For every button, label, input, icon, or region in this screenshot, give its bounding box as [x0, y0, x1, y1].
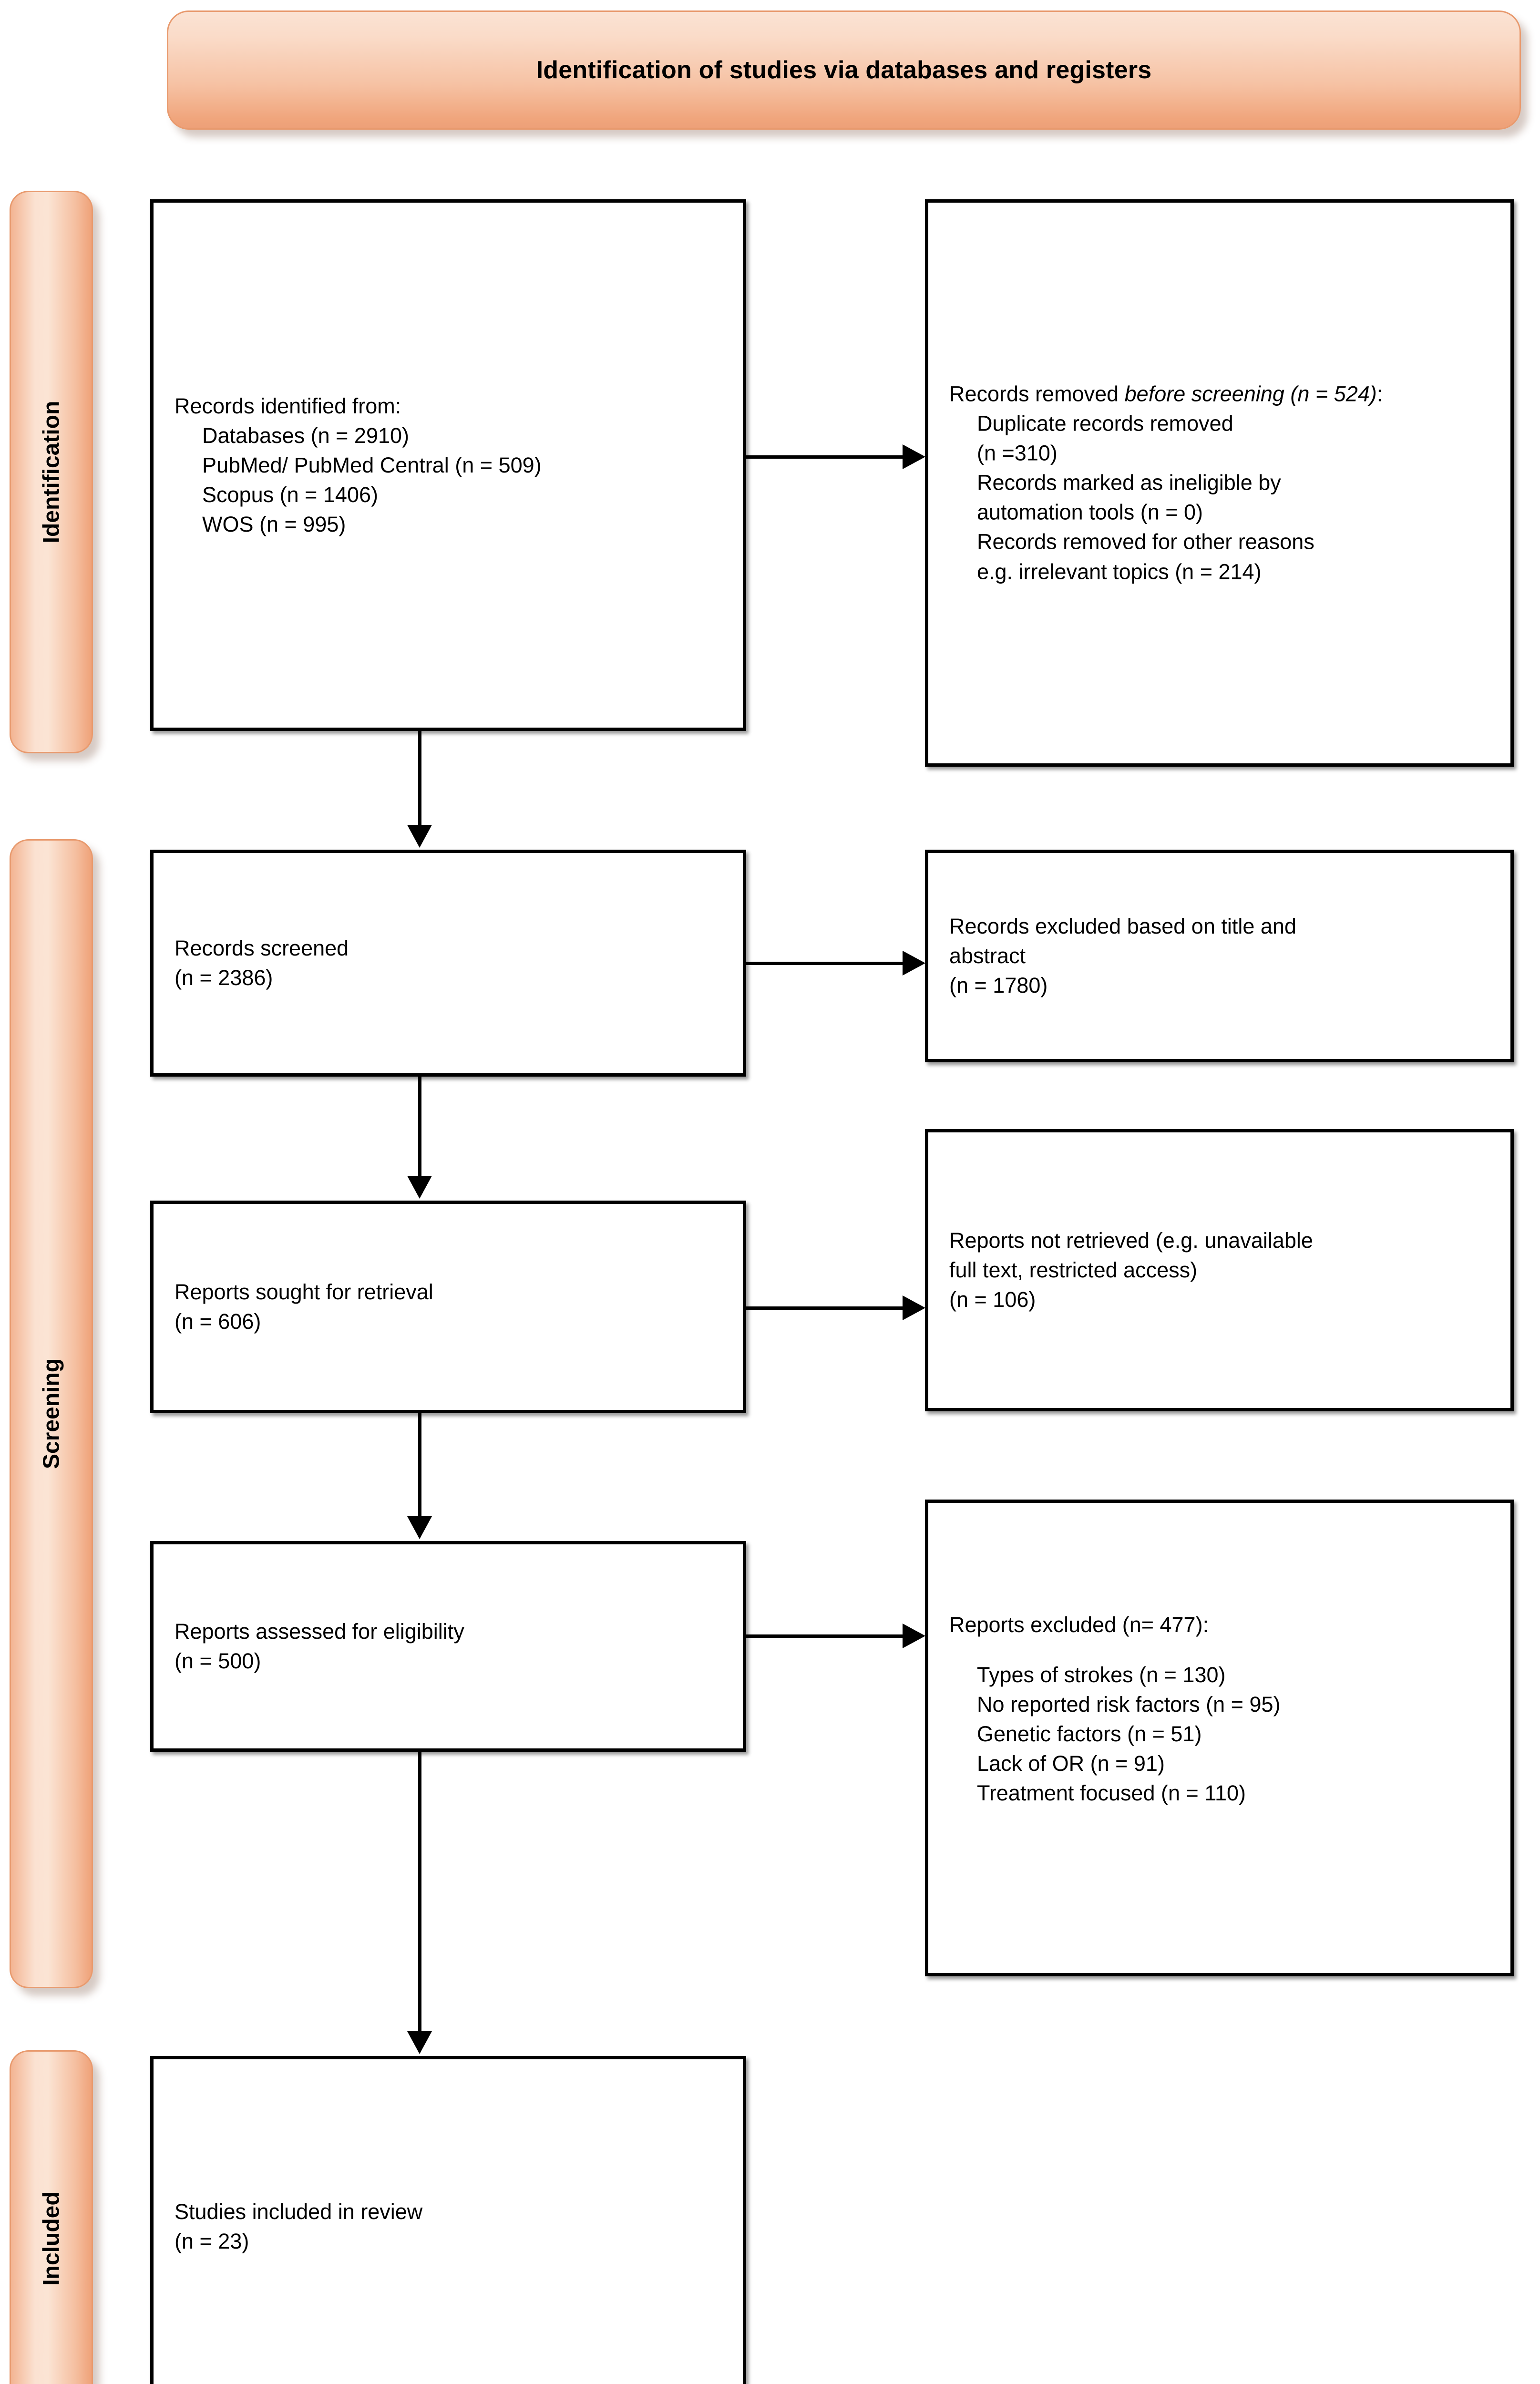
box-reports-sought-retrieval-text: Reports sought for retrieval (n = 606)	[175, 1277, 730, 1336]
assessed-eligibility-line1: Reports assessed for eligibility	[175, 1619, 464, 1644]
records-screened-line2: (n = 2386)	[175, 966, 273, 990]
assessed-eligibility-line2: (n = 500)	[175, 1649, 261, 1673]
records-removed-item-1: (n =310)	[977, 441, 1057, 465]
not-retrieved-line1: Reports not retrieved (e.g. unavailable	[949, 1228, 1313, 1253]
box-records-screened-text: Records screened (n = 2386)	[175, 934, 730, 993]
box-records-screened: Records screened (n = 2386)	[150, 850, 746, 1077]
excluded-title-abstract-line3: (n = 1780)	[949, 973, 1048, 998]
records-removed-heading-italic: before screening (n = 524)	[1124, 381, 1377, 406]
included-studies-line2: (n = 23)	[175, 2229, 249, 2253]
arrow-assessed-to-reports-excluded-line	[746, 1634, 903, 1638]
box-records-excluded-title-abstract-text: Records excluded based on title and abst…	[949, 912, 1498, 1000]
records-identified-item-0: Databases (n = 2910)	[202, 423, 410, 448]
connector-screened-to-sought-head	[407, 1176, 432, 1199]
stage-tab-identification: Identification	[10, 191, 93, 753]
reports-excluded-item-2: Genetic factors (n = 51)	[977, 1722, 1202, 1747]
arrow-identified-to-removed-head	[903, 444, 925, 469]
stage-tab-screening-label: Screening	[39, 1358, 64, 1469]
records-removed-heading: Records removed before screening (n = 52…	[949, 382, 1383, 406]
box-studies-included-text: Studies included in review (n = 23)	[175, 2197, 730, 2256]
records-identified-heading: Records identified from:	[175, 393, 401, 418]
not-retrieved-line2: full text, restricted access)	[949, 1257, 1198, 1282]
box-reports-excluded: Reports excluded (n= 477): Types of stro…	[925, 1500, 1514, 1976]
box-reports-sought-retrieval: Reports sought for retrieval (n = 606)	[150, 1201, 746, 1413]
connector-sought-to-assessed-head	[407, 1516, 432, 1539]
arrow-sought-to-not-retrieved-line	[746, 1306, 903, 1310]
box-records-excluded-title-abstract: Records excluded based on title and abst…	[925, 850, 1514, 1062]
records-removed-item-4: Records removed for other reasons	[977, 530, 1314, 555]
connector-identified-to-screened-head	[407, 825, 432, 848]
arrow-screened-to-excluded-line	[746, 962, 903, 965]
records-identified-item-1: PubMed/ PubMed Central (n = 509)	[202, 452, 542, 477]
stage-tab-screening: Screening	[10, 839, 93, 1988]
records-removed-item-3: automation tools (n = 0)	[977, 500, 1203, 525]
stage-tab-included-label: Included	[39, 2191, 64, 2286]
banner-identification-databases: Identification of studies via databases …	[167, 10, 1521, 130]
excluded-title-abstract-line1: Records excluded based on title and	[949, 914, 1296, 938]
reports-excluded-item-3: Lack of OR (n = 91)	[977, 1751, 1165, 1776]
included-studies-line1: Studies included in review	[175, 2199, 423, 2224]
box-records-removed-before-screening: Records removed before screening (n = 52…	[925, 199, 1514, 767]
stage-tab-identification-label: Identification	[39, 401, 64, 544]
sought-retrieval-line2: (n = 606)	[175, 1309, 261, 1334]
banner-title: Identification of studies via databases …	[536, 56, 1152, 84]
arrow-screened-to-excluded-head	[903, 951, 925, 976]
connector-assessed-to-included-head	[407, 2031, 432, 2054]
arrow-sought-to-not-retrieved-head	[903, 1295, 925, 1320]
reports-excluded-spacer	[949, 1640, 1498, 1660]
excluded-title-abstract-line2: abstract	[949, 943, 1026, 968]
reports-excluded-item-0: Types of strokes (n = 130)	[977, 1662, 1226, 1687]
connector-sought-to-assessed-line	[418, 1413, 421, 1518]
records-removed-item-2: Records marked as ineligible by	[977, 470, 1281, 495]
box-records-identified: Records identified from: Databases (n = …	[150, 199, 746, 731]
stage-tab-included: Included	[10, 2050, 93, 2384]
box-reports-assessed-eligibility: Reports assessed for eligibility (n = 50…	[150, 1541, 746, 1752]
box-reports-not-retrieved-text: Reports not retrieved (e.g. unavailable …	[949, 1226, 1498, 1315]
connector-screened-to-sought-line	[418, 1077, 421, 1178]
records-identified-item-3: WOS (n = 995)	[202, 512, 346, 536]
records-removed-item-0: Duplicate records removed	[977, 411, 1233, 436]
sought-retrieval-line1: Reports sought for retrieval	[175, 1279, 433, 1304]
records-identified-item-2: Scopus (n = 1406)	[202, 482, 378, 507]
records-removed-heading-suffix: :	[1376, 381, 1383, 406]
reports-excluded-item-4: Treatment focused (n = 110)	[977, 1781, 1246, 1806]
connector-identified-to-screened-line	[418, 731, 421, 826]
box-reports-not-retrieved: Reports not retrieved (e.g. unavailable …	[925, 1129, 1514, 1411]
not-retrieved-line3: (n = 106)	[949, 1287, 1036, 1312]
box-studies-included-in-review: Studies included in review (n = 23)	[150, 2056, 746, 2384]
arrow-identified-to-removed-line	[746, 455, 903, 459]
reports-excluded-item-1: No reported risk factors (n = 95)	[977, 1692, 1281, 1716]
box-records-removed-text: Records removed before screening (n = 52…	[949, 380, 1498, 587]
arrow-assessed-to-reports-excluded-head	[903, 1624, 925, 1648]
box-reports-excluded-text: Reports excluded (n= 477): Types of stro…	[949, 1610, 1498, 1808]
records-screened-line1: Records screened	[175, 935, 349, 960]
records-removed-heading-prefix: Records removed	[949, 381, 1125, 406]
box-reports-assessed-eligibility-text: Reports assessed for eligibility (n = 50…	[175, 1617, 730, 1676]
box-records-identified-text: Records identified from: Databases (n = …	[175, 391, 730, 539]
reports-excluded-heading: Reports excluded (n= 477):	[949, 1613, 1209, 1637]
records-removed-item-5: e.g. irrelevant topics (n = 214)	[977, 559, 1262, 584]
connector-assessed-to-included-line	[418, 1752, 421, 2033]
